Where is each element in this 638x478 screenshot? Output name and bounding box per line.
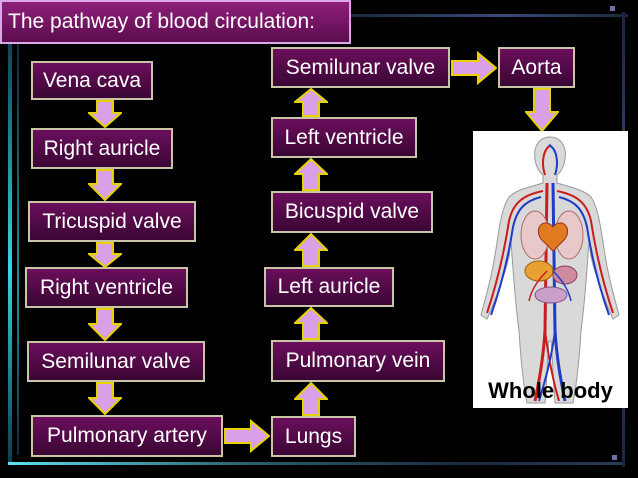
frame-top-line xyxy=(350,14,628,17)
box-bicuspid-valve: Bicuspid valve xyxy=(271,191,433,233)
box-semilunar-valve-left: Semilunar valve xyxy=(271,47,450,88)
box-aorta: Aorta xyxy=(498,47,575,88)
frame-corner-dot xyxy=(612,455,617,460)
arrow-down-icon xyxy=(88,242,122,268)
box-right-ventricle: Right ventricle xyxy=(25,267,188,308)
arrow-up-icon xyxy=(294,382,328,416)
arrow-up-icon xyxy=(294,233,328,267)
box-right-auricle: Right auricle xyxy=(31,128,173,169)
box-vena-cava: Vena cava xyxy=(31,61,153,100)
slide-title: The pathway of blood circulation: xyxy=(0,0,351,44)
box-pulmonary-vein: Pulmonary vein xyxy=(271,340,445,382)
box-left-ventricle: Left ventricle xyxy=(271,117,417,158)
box-pulmonary-artery: Pulmonary artery xyxy=(31,415,223,457)
whole-body-caption: Whole body xyxy=(488,378,613,403)
arrow-up-icon xyxy=(294,158,328,191)
arrow-right-icon xyxy=(224,419,270,453)
box-semilunar-valve-right: Semilunar valve xyxy=(27,341,205,382)
box-left-auricle: Left auricle xyxy=(264,267,394,307)
frame-left-inner-line xyxy=(17,40,19,455)
arrow-down-icon xyxy=(88,100,122,128)
arrow-down-icon xyxy=(88,308,122,341)
frame-bottom-line xyxy=(8,462,623,465)
frame-corner-dot xyxy=(610,6,615,11)
arrow-down-icon xyxy=(88,382,122,415)
whole-body-figure: Whole body xyxy=(473,131,628,408)
arrow-right-icon xyxy=(451,51,497,85)
arrow-up-icon xyxy=(294,307,328,340)
frame-left-line xyxy=(8,30,12,465)
arrow-down-icon xyxy=(525,88,559,132)
box-tricuspid-valve: Tricuspid valve xyxy=(28,201,196,242)
arrow-up-icon xyxy=(294,88,328,117)
box-lungs: Lungs xyxy=(271,416,356,457)
circulatory-system-body-icon xyxy=(480,136,620,404)
arrow-down-icon xyxy=(88,169,122,201)
